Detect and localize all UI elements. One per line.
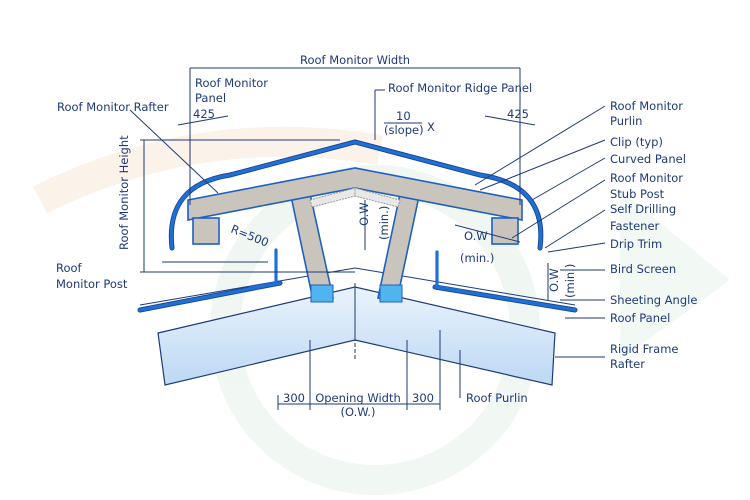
label-ridge-panel: Roof Monitor Ridge Panel <box>388 81 532 95</box>
label-rigid-frame-2: Rafter <box>610 357 645 371</box>
slope-x: X <box>427 120 435 134</box>
label-sheeting-angle: Sheeting Angle <box>610 293 697 307</box>
stub-post-right <box>491 217 519 245</box>
label-purlin-2: Purlin <box>610 114 642 128</box>
label-roof-monitor-panel-1: Roof Monitor <box>195 76 268 90</box>
ow-center: O.W <box>357 202 371 226</box>
label-post-2: Monitor Post <box>56 277 128 291</box>
roof-monitor-height-label: Roof Monitor Height <box>117 135 131 250</box>
label-self-drilling-1: Self Drilling <box>610 202 676 216</box>
label-roof-purlin: Roof Purlin <box>466 391 528 405</box>
label-post-1: Roof <box>56 261 83 275</box>
roof-monitor-width-label: Roof Monitor Width <box>300 53 410 67</box>
label-curved-panel: Curved Panel <box>610 152 686 166</box>
min-outer: (min.) <box>563 264 577 298</box>
dimension-lines <box>129 67 606 410</box>
slope-denominator: (slope) <box>384 123 424 137</box>
label-clip: Clip (typ) <box>610 135 663 149</box>
label-roof-monitor-rafter: Roof Monitor Rafter <box>57 100 169 114</box>
ow-right: O.W <box>464 229 488 243</box>
dim-425-left: 425 <box>193 107 215 121</box>
min-center: (min.) <box>377 206 391 240</box>
dim-300-left: 300 <box>283 391 305 405</box>
label-stub-post-1: Roof Monitor <box>610 171 683 185</box>
dim-300-right: 300 <box>412 391 434 405</box>
ow-outer: O.W <box>547 268 561 292</box>
label-purlin-1: Roof Monitor <box>610 99 683 113</box>
label-rigid-frame-1: Rigid Frame <box>610 342 678 356</box>
opening-width-label: Opening Width <box>315 391 401 405</box>
label-roof-monitor-panel-2: Panel <box>195 91 226 105</box>
dim-425-right: 425 <box>507 107 529 121</box>
sheeting-angle-right <box>435 250 464 293</box>
label-drip-trim: Drip Trim <box>610 237 662 251</box>
min-right: (min.) <box>460 251 494 265</box>
label-bird-screen: Bird Screen <box>610 262 676 276</box>
stub-post-left <box>192 217 220 245</box>
label-self-drilling-2: Fastener <box>610 219 660 233</box>
label-roof-panel: Roof Panel <box>610 311 670 325</box>
opening-width-abbr: (O.W.) <box>341 405 376 419</box>
roof-monitor-rafter <box>187 167 523 221</box>
sheeting-angle-left <box>248 248 278 290</box>
slope-numerator: 10 <box>396 109 411 123</box>
label-stub-post-2: Stub Post <box>610 187 665 201</box>
